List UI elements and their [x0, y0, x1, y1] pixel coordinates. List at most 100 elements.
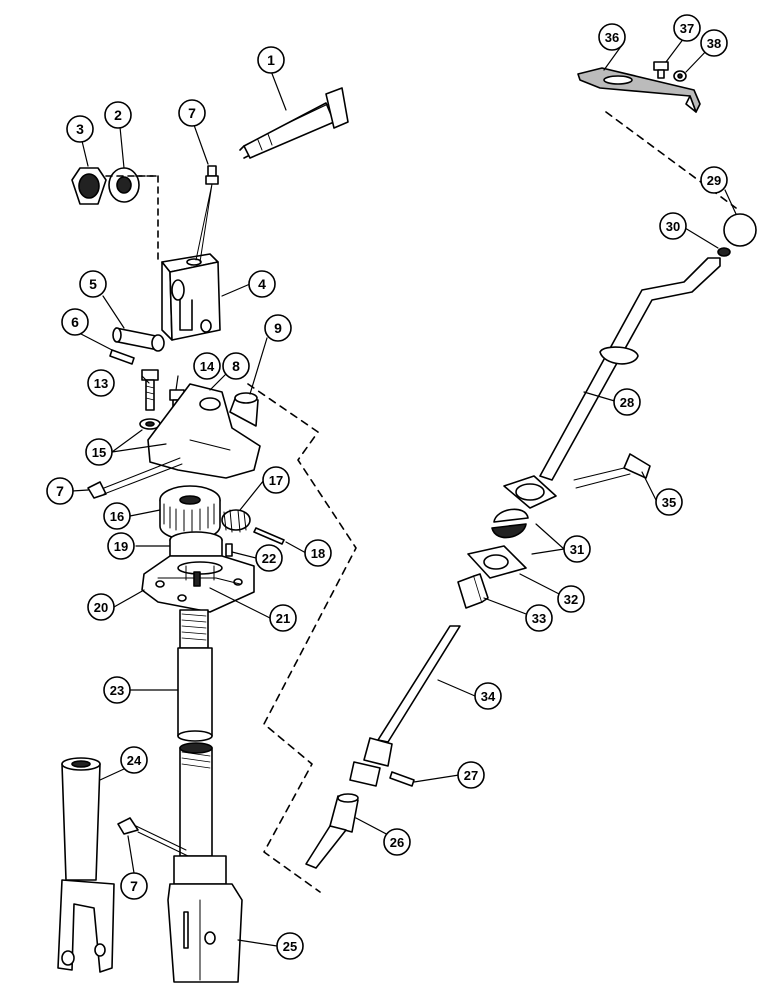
part-knob-ball [723, 213, 757, 247]
callout-c9: 9 [264, 314, 292, 342]
callout-c38: 38 [700, 29, 728, 57]
callout-circle [87, 369, 115, 397]
callout-circle [61, 308, 89, 336]
callout-number: 33 [532, 611, 546, 626]
callout-c22: 22 [255, 544, 283, 572]
callout-c6: 6 [61, 308, 89, 336]
callout-c16: 16 [103, 502, 131, 530]
callout-c23: 23 [103, 676, 131, 704]
part-slider-block [457, 573, 489, 609]
callout-circle [563, 535, 591, 563]
callout-circle [474, 682, 502, 710]
part-lock-nut [71, 167, 107, 205]
callout-circle [120, 872, 148, 900]
callout-circle [655, 488, 683, 516]
callout-circle [659, 212, 687, 240]
part-pivot-bolt [239, 87, 349, 159]
callout-c8: 8 [222, 352, 250, 380]
callout-c2: 2 [104, 101, 132, 129]
callout-circle [276, 932, 304, 960]
callout-number: 19 [114, 539, 128, 554]
callout-number: 37 [680, 21, 694, 36]
callout-number: 36 [605, 30, 619, 45]
callout-c17: 17 [262, 466, 290, 494]
part-pin-18 [253, 527, 285, 545]
callout-layer: 1234567778913141516171819202122232425262… [46, 14, 728, 960]
callout-number: 1 [267, 52, 275, 68]
part-lever-plate [577, 67, 701, 113]
callout-circle [120, 746, 148, 774]
callout-c24: 24 [120, 746, 148, 774]
part-pin-27 [389, 771, 415, 787]
callout-circle [557, 585, 585, 613]
part-lower-tube [167, 742, 243, 983]
part-bushing-21 [193, 571, 201, 587]
callout-c18: 18 [304, 539, 332, 567]
callout-number: 13 [94, 376, 108, 391]
callout-number: 14 [200, 359, 215, 374]
callout-number: 9 [274, 320, 282, 336]
callout-circle [178, 99, 206, 127]
part-roll-pin [109, 349, 135, 365]
callout-circle [104, 101, 132, 129]
callout-circle [222, 352, 250, 380]
part-spring-washer [717, 247, 731, 257]
callout-c31: 31 [563, 535, 591, 563]
callout-c34: 34 [474, 682, 502, 710]
callout-number: 38 [707, 36, 721, 51]
part-pivot-ball [491, 508, 529, 539]
part-pinion-gear [221, 509, 251, 533]
callout-circle [700, 29, 728, 57]
callout-c37: 37 [673, 14, 701, 42]
part-clevis-block [161, 253, 221, 341]
callout-c33: 33 [525, 604, 553, 632]
callout-number: 5 [89, 276, 97, 292]
callout-c7b: 7 [46, 477, 74, 505]
callout-number: 7 [188, 105, 196, 121]
callout-circle [613, 388, 641, 416]
callout-number: 16 [110, 509, 124, 524]
part-nut-38 [673, 70, 687, 82]
callout-circle [700, 166, 728, 194]
callout-c32: 32 [557, 585, 585, 613]
callout-c26: 26 [383, 828, 411, 856]
callout-circle [79, 270, 107, 298]
callout-circle [383, 828, 411, 856]
callout-c30: 30 [659, 212, 687, 240]
callout-number: 24 [127, 753, 142, 768]
callout-number: 18 [311, 546, 325, 561]
callout-number: 28 [620, 395, 634, 410]
callout-number: 27 [464, 768, 478, 783]
callout-c36: 36 [598, 23, 626, 51]
callout-circle [87, 593, 115, 621]
callout-number: 4 [258, 276, 266, 292]
callout-number: 2 [114, 107, 122, 123]
callout-c15: 15 [85, 438, 113, 466]
callout-circle [304, 539, 332, 567]
callout-circle [193, 352, 221, 380]
part-clevis-pin [112, 327, 165, 352]
callout-circle [262, 466, 290, 494]
callout-number: 8 [232, 358, 240, 374]
callout-number: 6 [71, 314, 79, 330]
part-lower-coupling [305, 793, 359, 869]
callout-number: 35 [662, 495, 676, 510]
part-grease-fitting-top [195, 165, 219, 263]
callout-circle [248, 270, 276, 298]
callout-number: 26 [390, 835, 404, 850]
callout-c25: 25 [276, 932, 304, 960]
callout-number: 34 [481, 689, 496, 704]
part-grease-fitting-bottom [117, 817, 189, 857]
callout-number: 23 [110, 683, 124, 698]
part-cover-plate [503, 475, 557, 509]
part-housing-upper [147, 383, 261, 479]
callout-number: 20 [94, 600, 108, 615]
callout-circle [85, 438, 113, 466]
callout-c7a: 7 [178, 99, 206, 127]
callout-number: 25 [283, 939, 297, 954]
callout-number: 31 [570, 542, 584, 557]
callout-c35: 35 [655, 488, 683, 516]
callout-c13: 13 [87, 369, 115, 397]
callout-number: 30 [666, 219, 680, 234]
